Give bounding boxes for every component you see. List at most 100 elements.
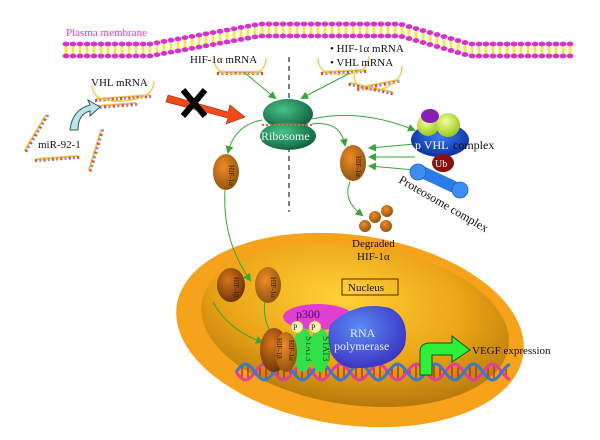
membrane-head xyxy=(545,41,553,47)
svg-text:P: P xyxy=(311,323,316,332)
membrane-head xyxy=(384,21,392,27)
plasma-membrane-label: Plasma membrane xyxy=(66,27,147,39)
svg-text:P: P xyxy=(293,323,298,332)
pvhl-label: p VHL xyxy=(415,138,448,152)
membrane-head xyxy=(482,53,490,59)
membrane-head xyxy=(412,38,420,43)
membrane-head xyxy=(538,41,546,47)
membrane-head xyxy=(230,38,238,44)
membrane-head xyxy=(90,41,98,47)
membrane-head xyxy=(286,21,294,27)
membrane-head xyxy=(496,53,504,59)
membrane-head xyxy=(307,33,315,39)
membrane-head xyxy=(419,28,427,33)
membrane-head xyxy=(489,53,497,59)
membrane-head xyxy=(153,52,161,58)
mir-strand-1 xyxy=(24,114,50,153)
membrane-head xyxy=(433,32,441,37)
membrane-head xyxy=(391,33,399,39)
membrane-head xyxy=(440,46,448,51)
membrane-head xyxy=(139,41,147,47)
membrane-head xyxy=(195,44,203,50)
membrane-head xyxy=(237,37,245,42)
svg-text:HIF-1α: HIF-1α xyxy=(269,277,277,298)
membrane-head xyxy=(188,33,196,39)
membrane-head xyxy=(531,53,539,59)
membrane-head xyxy=(566,41,574,47)
nucleus-label: Nucleus xyxy=(348,282,384,294)
membrane-head xyxy=(146,41,154,47)
membrane-head xyxy=(223,39,231,45)
membrane-head xyxy=(503,41,511,47)
ribosome-label: Ribosome xyxy=(261,129,310,143)
membrane-head xyxy=(461,40,469,45)
stat3-1: STAT3 xyxy=(293,328,314,372)
ribosome: Ribosome xyxy=(260,99,316,150)
p300-label: p300 xyxy=(296,307,320,321)
membrane-head xyxy=(349,33,357,39)
pvhl-complex: p VHL complex xyxy=(411,109,494,157)
membrane-head xyxy=(447,36,455,41)
membrane-head xyxy=(566,53,574,59)
phospho-1: P xyxy=(290,320,304,334)
membrane-head xyxy=(517,53,525,59)
membrane-head xyxy=(307,21,315,27)
block-x-icon xyxy=(180,88,208,118)
hif-heterodimer: HIF-1β HIF-1α xyxy=(260,328,297,372)
rna-polymerase: RNA polymerase xyxy=(328,306,406,369)
membrane-head xyxy=(356,21,364,27)
membrane-head xyxy=(174,48,182,54)
membrane-head xyxy=(132,41,140,47)
nucleus-label-box xyxy=(341,278,399,296)
membrane-head xyxy=(538,53,546,59)
membrane-head xyxy=(335,33,343,39)
membrane-head xyxy=(559,53,567,59)
membrane-head xyxy=(279,21,287,27)
membrane-head xyxy=(286,33,294,39)
membrane-head xyxy=(146,53,154,59)
membrane-head xyxy=(272,33,280,39)
nuclear-hif-protein-2: HIF-1α xyxy=(255,267,281,303)
membrane-head xyxy=(153,40,161,46)
hif-mrna-label: HIF-1α mRNA xyxy=(190,54,257,66)
membrane-head xyxy=(356,33,364,39)
membrane-head xyxy=(174,36,182,42)
membrane-head xyxy=(321,33,329,39)
membrane-head xyxy=(545,53,553,59)
membrane-head xyxy=(405,36,413,41)
membrane-head xyxy=(97,41,105,47)
membrane-head xyxy=(314,21,322,27)
membrane-head xyxy=(160,39,168,44)
membrane-head xyxy=(552,53,560,59)
membrane-head xyxy=(412,26,420,31)
svg-text:HIF-1β: HIF-1β xyxy=(232,277,240,298)
membrane-head xyxy=(482,41,490,47)
membrane-head xyxy=(314,33,322,39)
membrane-head xyxy=(132,53,140,59)
membrane-head xyxy=(160,51,168,56)
membrane-head xyxy=(209,42,217,47)
membrane-head xyxy=(125,41,133,47)
membrane-head xyxy=(419,40,427,45)
membrane-head xyxy=(496,41,504,47)
membrane-head xyxy=(377,21,385,27)
membrane-head xyxy=(349,21,357,27)
svg-text:HIF-1β: HIF-1β xyxy=(275,338,283,359)
membrane-head xyxy=(475,53,483,59)
membrane-head xyxy=(524,41,532,47)
pathway-arrows xyxy=(212,72,416,344)
membrane-head xyxy=(202,31,210,37)
membrane-head xyxy=(524,53,532,59)
rna-pol-label-1: RNA xyxy=(350,326,376,340)
membrane-head xyxy=(328,33,336,39)
membrane-head xyxy=(97,53,105,59)
ub-badge: Ub xyxy=(432,154,454,172)
degraded-label-line1: Degraded xyxy=(352,238,395,250)
stat3-2: STAT3 xyxy=(310,328,331,372)
membrane-head xyxy=(426,42,434,47)
membrane-head xyxy=(265,21,273,27)
membrane-head xyxy=(279,33,287,39)
hif-protein-right: HIF-1α xyxy=(340,145,366,181)
svg-text:STAT3: STAT3 xyxy=(321,336,331,362)
